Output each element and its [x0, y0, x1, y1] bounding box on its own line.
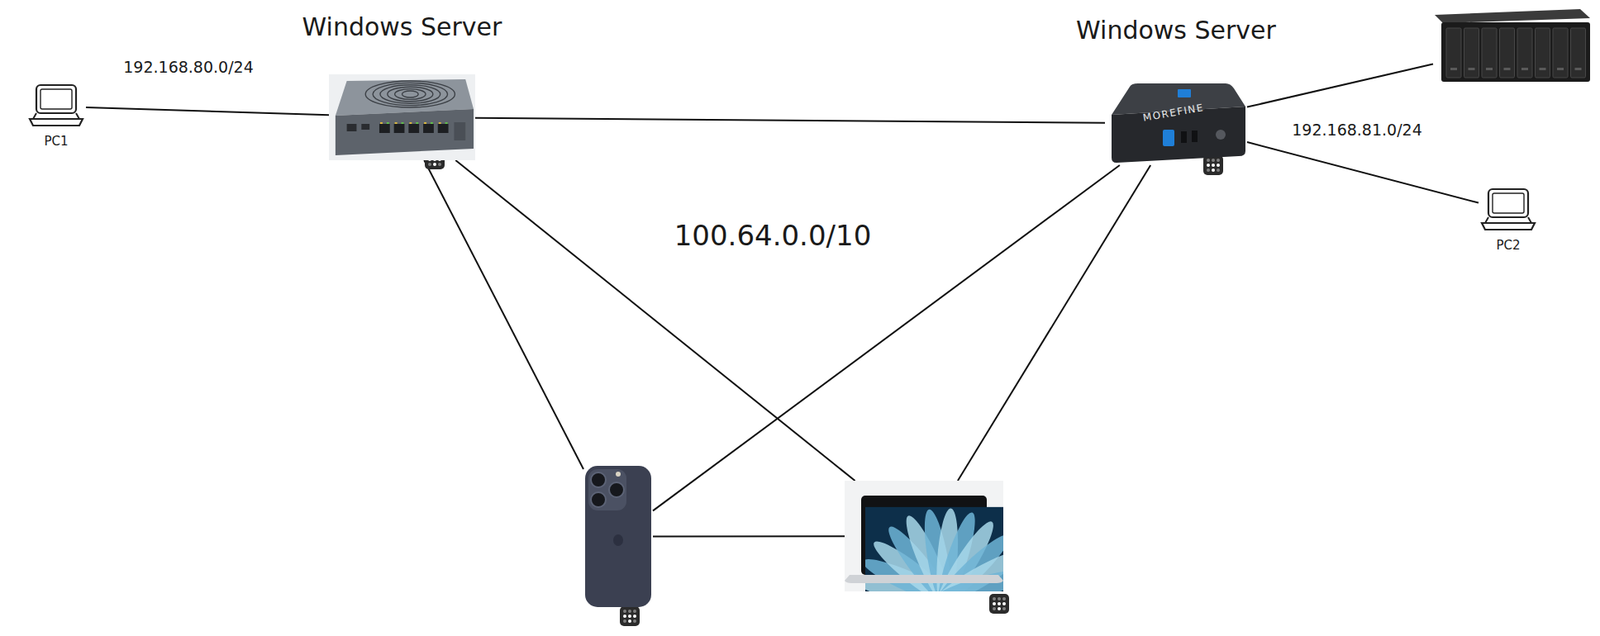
- network-link: [652, 535, 845, 538]
- device-name: PC2: [1495, 238, 1520, 253]
- firewall-mini-pc: Windows Server: [328, 74, 476, 161]
- mini-pc-server: Windows Server: [1104, 81, 1248, 166]
- macbook-device-art: [844, 480, 1004, 592]
- pc-icon: PC2: [1478, 186, 1539, 235]
- tailscale-icon: [619, 606, 640, 627]
- macbook-device: [844, 480, 1004, 592]
- network-link: [957, 165, 1151, 481]
- network-link: [475, 118, 1105, 124]
- nas-device: [1433, 8, 1591, 84]
- network-link: [455, 160, 855, 481]
- tailscale-icon: [1203, 155, 1224, 176]
- tailscale-icon: [989, 594, 1010, 615]
- overlay-network-label: 100.64.0.0/10: [674, 220, 872, 252]
- iphone-device-art: [583, 464, 653, 610]
- network-link: [652, 165, 1120, 511]
- pc-icon: PC1: [26, 82, 86, 131]
- device-name: PC1: [43, 133, 68, 149]
- firewall-mini-pc-art: [328, 74, 476, 161]
- network-link: [1247, 142, 1479, 203]
- device-title: Windows Server: [302, 12, 503, 42]
- pc-icon-art: [1478, 186, 1539, 235]
- nas-device-art: [1433, 8, 1591, 84]
- device-title: Windows Server: [1076, 15, 1277, 45]
- iphone-device: [583, 464, 653, 610]
- mini-pc-server-art: [1104, 81, 1248, 166]
- subnet-label: 192.168.81.0/24: [1288, 120, 1426, 140]
- subnet-label: 192.168.80.0/24: [123, 58, 254, 77]
- network-link: [85, 107, 329, 115]
- network-link: [1247, 63, 1434, 107]
- pc-icon-art: [26, 82, 86, 131]
- network-link: [423, 160, 584, 470]
